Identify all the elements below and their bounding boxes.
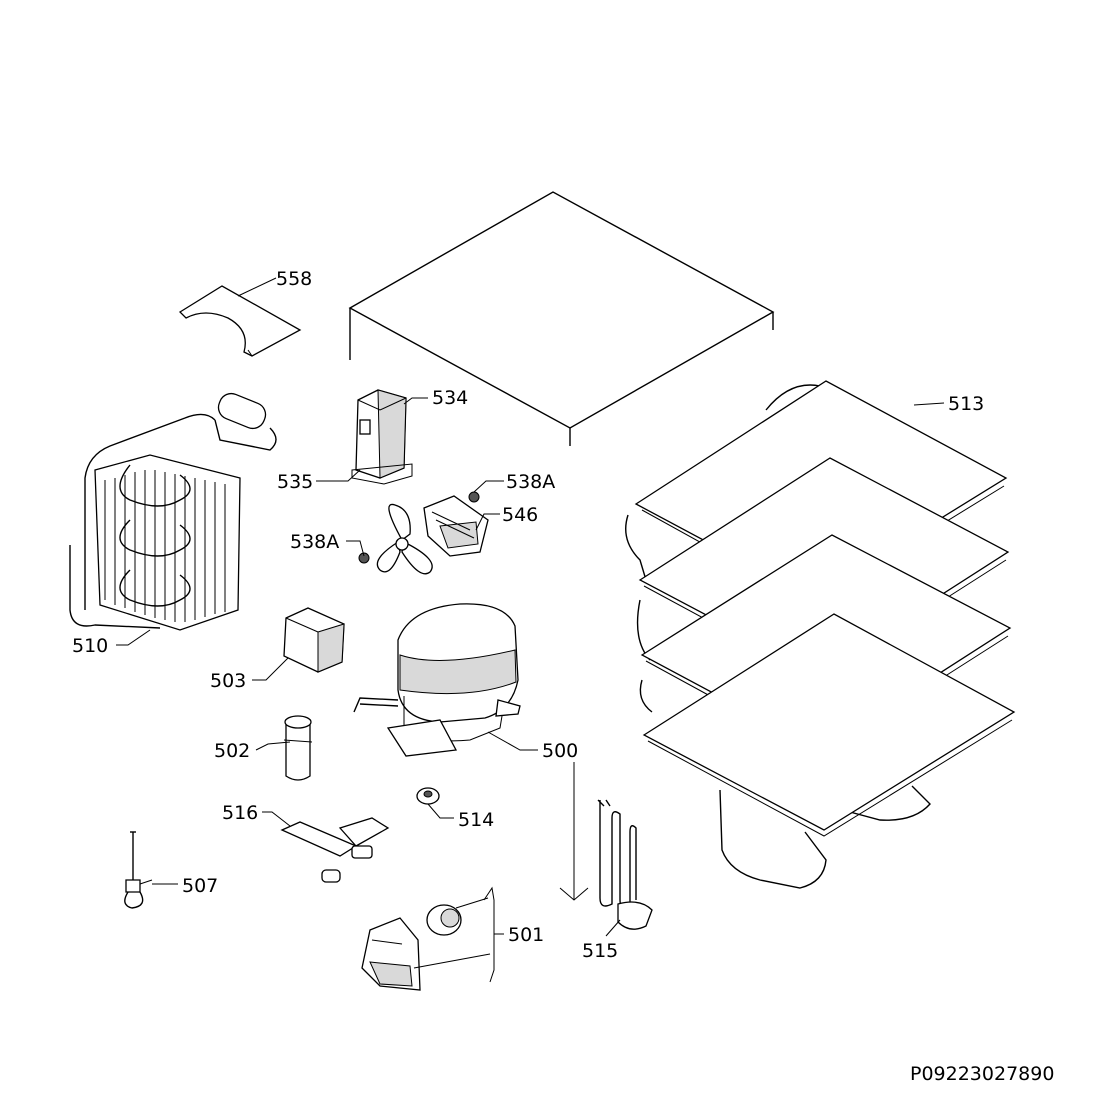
label-513: 513 bbox=[948, 393, 984, 415]
label-534: 534 bbox=[432, 387, 468, 409]
label-507: 507 bbox=[182, 875, 218, 897]
label-500: 500 bbox=[542, 740, 578, 762]
label-510: 510 bbox=[72, 635, 108, 657]
part-513-shelves bbox=[625, 380, 1016, 889]
part-546-fan-motor bbox=[423, 495, 489, 557]
shelf-4 bbox=[642, 613, 1016, 837]
part-501-thermostat-set bbox=[361, 904, 462, 991]
part-510-condenser bbox=[69, 392, 277, 631]
part-558-cover bbox=[178, 285, 302, 357]
label-516: 516 bbox=[222, 802, 258, 824]
label-515: 515 bbox=[582, 940, 618, 962]
label-546: 546 bbox=[502, 504, 538, 526]
part-502-capacitor bbox=[283, 715, 313, 781]
part-538a-screw-left bbox=[358, 552, 370, 564]
part-507-thermostat-probe bbox=[124, 831, 153, 909]
part-515-power-cord bbox=[597, 799, 653, 930]
part-534-relay-cover bbox=[351, 389, 413, 485]
label-503: 503 bbox=[210, 670, 246, 692]
label-502: 502 bbox=[214, 740, 250, 762]
label-558: 558 bbox=[276, 268, 312, 290]
label-538a-left: 538A bbox=[290, 531, 339, 553]
part-514-grommet bbox=[416, 787, 440, 805]
part-538a-screw-right bbox=[468, 491, 480, 503]
leader-lines bbox=[116, 277, 945, 983]
label-514: 514 bbox=[458, 809, 494, 831]
cabinet-top-box bbox=[348, 191, 775, 446]
part-500-compressor bbox=[353, 603, 521, 757]
fan-blade bbox=[376, 503, 433, 575]
label-538a-right: 538A bbox=[506, 471, 555, 493]
label-535: 535 bbox=[277, 471, 313, 493]
label-501: 501 bbox=[508, 924, 544, 946]
part-503-relay-box bbox=[283, 607, 345, 673]
part-516-bracket bbox=[280, 817, 390, 883]
drawing-code: P09223027890 bbox=[910, 1063, 1054, 1085]
